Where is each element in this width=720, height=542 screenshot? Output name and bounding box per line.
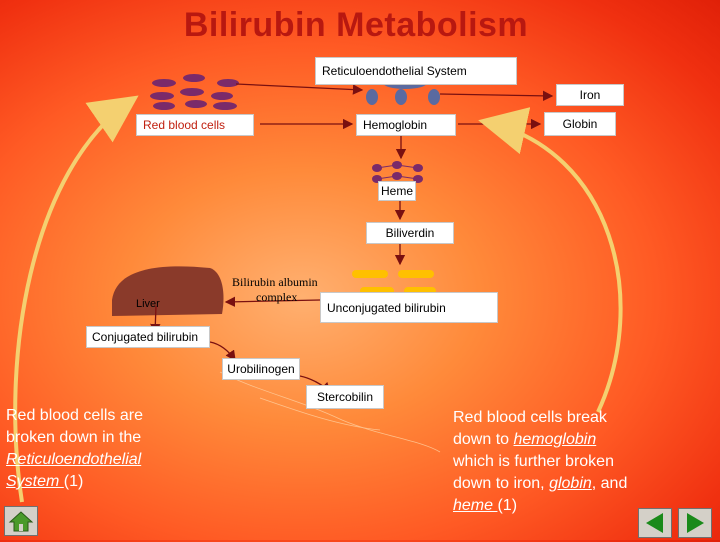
home-button[interactable]: [4, 506, 38, 536]
page-title: Bilirubin Metabolism: [183, 6, 529, 44]
red-blood-cells-label: Red blood cells: [143, 118, 226, 132]
previous-button[interactable]: [638, 508, 672, 538]
right-text-part1: Red blood cells break down to: [453, 409, 607, 448]
heme-label: Heme: [380, 184, 413, 198]
heme-box: Heme: [378, 181, 416, 201]
iron-box: Iron: [556, 84, 624, 106]
urobilinogen-box: Urobilinogen: [222, 358, 300, 380]
reticuloendothelial-system-link[interactable]: Reticuloendothelial System: [6, 451, 142, 490]
iron-label: Iron: [579, 88, 601, 102]
unconjugated-bilirubin-box: Unconjugated bilirubin: [320, 292, 498, 323]
hemoglobin-link[interactable]: hemoglobin: [513, 431, 597, 448]
liver-label: Liver: [136, 298, 160, 310]
hemoglobin-box: Hemoglobin: [356, 114, 456, 136]
biliverdin-label: Biliverdin: [385, 226, 435, 240]
right-text-part2: which is further broken down to iron,: [453, 453, 614, 492]
globin-label: Globin: [562, 117, 598, 131]
reticuloendothelial-system-label: Reticuloendothelial System: [322, 64, 467, 78]
red-blood-cells-image: [150, 74, 239, 110]
right-text-part3: , and: [591, 475, 628, 492]
right-description: Red blood cells break down to hemoglobin…: [453, 407, 628, 517]
hemoglobin-label: Hemoglobin: [363, 118, 428, 132]
right-text-part4: (1): [497, 497, 518, 514]
left-text-part2: (1): [63, 473, 84, 490]
left-description: Red blood cells are broken down in the R…: [6, 405, 174, 493]
left-text-part1: Red blood cells are broken down in the: [6, 407, 143, 446]
biliverdin-box: Biliverdin: [366, 222, 454, 244]
globin-box: Globin: [544, 112, 616, 136]
globin-link[interactable]: globin: [549, 475, 592, 492]
unconjugated-bilirubin-label: Unconjugated bilirubin: [327, 300, 446, 315]
conjugated-bilirubin-label: Conjugated bilirubin: [92, 330, 199, 344]
home-icon: [8, 511, 34, 532]
next-icon: [687, 513, 704, 533]
urobilinogen-label: Urobilinogen: [227, 362, 295, 376]
complex-label: complex: [256, 290, 298, 304]
conjugated-bilirubin-box: Conjugated bilirubin: [86, 326, 210, 348]
stercobilin-box: Stercobilin: [306, 385, 384, 409]
heme-cells-image: [372, 161, 423, 183]
next-button[interactable]: [678, 508, 712, 538]
red-blood-cells-box: Red blood cells: [136, 114, 254, 136]
bilirubin-albumin-label: Bilirubin albumin: [232, 275, 318, 289]
previous-icon: [646, 513, 663, 533]
heme-link[interactable]: heme: [453, 497, 498, 514]
liver-image: [112, 266, 224, 316]
reticuloendothelial-system-box: Reticuloendothelial System: [315, 57, 517, 85]
stercobilin-label: Stercobilin: [316, 390, 374, 404]
